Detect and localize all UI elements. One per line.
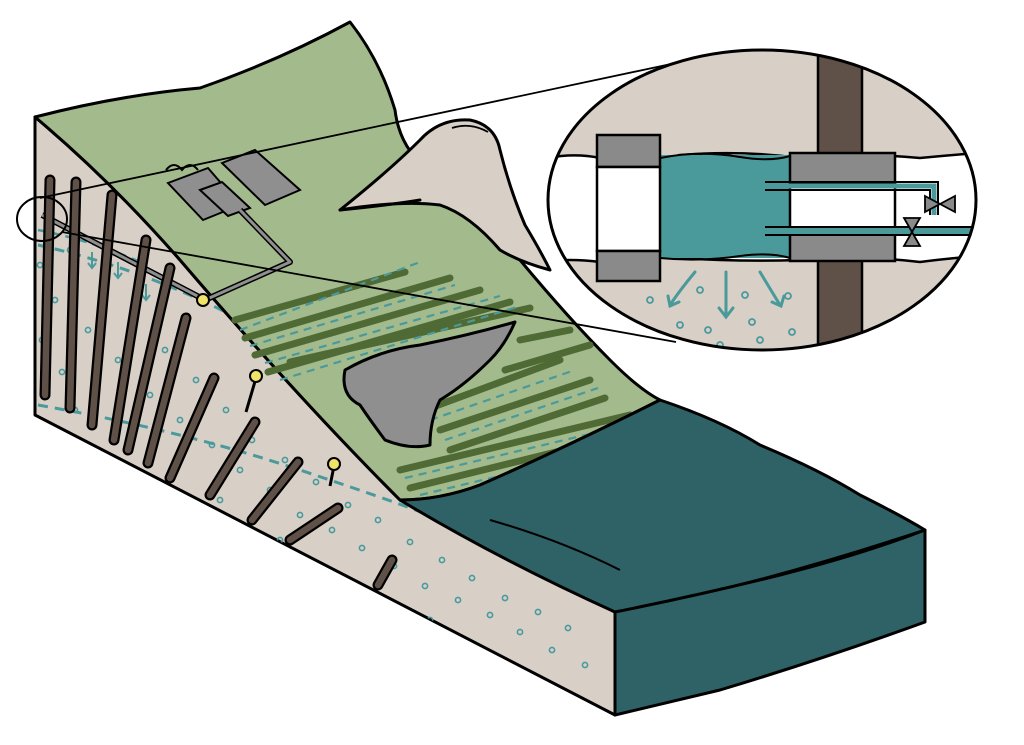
groundwater-dot bbox=[534, 608, 542, 616]
building-left-annex bbox=[198, 180, 252, 218]
inset-valve-lower bbox=[902, 217, 922, 247]
drainage-wells bbox=[39, 174, 398, 591]
groundwater-dot bbox=[374, 516, 382, 524]
inset-pump-right-top bbox=[788, 151, 897, 185]
groundwater-dot bbox=[438, 556, 446, 564]
well bbox=[166, 374, 218, 482]
furrow-row bbox=[286, 304, 534, 366]
drain-line bbox=[429, 368, 576, 422]
callout-line-upper bbox=[39, 59, 691, 199]
well bbox=[66, 178, 80, 412]
outlet-marker-1 bbox=[196, 293, 210, 307]
inset-groundwater-dot bbox=[788, 328, 796, 336]
groundwater-dot bbox=[328, 526, 336, 534]
well bbox=[124, 264, 174, 454]
groundwater-dot bbox=[344, 501, 352, 509]
inset-groundwater-dot bbox=[784, 292, 792, 300]
mountain-peak bbox=[338, 118, 552, 272]
inset-groundwater-dot bbox=[756, 336, 764, 344]
groundwater-dot bbox=[161, 346, 169, 354]
sea-wave-line bbox=[489, 519, 621, 571]
furrow-row bbox=[396, 411, 634, 474]
drain-line bbox=[249, 283, 456, 348]
furrow-row bbox=[446, 394, 609, 454]
inset-groundwater-dot bbox=[676, 321, 684, 329]
groundwater-dot bbox=[146, 391, 154, 399]
groundwater-dot bbox=[486, 611, 494, 619]
outlet-marker-3 bbox=[327, 457, 341, 471]
groundwater-dot bbox=[516, 628, 524, 636]
groundwater-dot bbox=[564, 624, 572, 632]
sea-front-face bbox=[613, 528, 927, 717]
groundwater-dot bbox=[312, 478, 320, 486]
groundwater-dot bbox=[216, 496, 224, 504]
inset-groundwater-dot bbox=[646, 296, 654, 304]
groundwater-dot bbox=[58, 368, 66, 376]
groundwater-dot bbox=[114, 356, 122, 364]
inset-groundwater-dot bbox=[696, 286, 704, 294]
groundwater-dot bbox=[468, 574, 476, 582]
well bbox=[248, 458, 302, 524]
inset-border bbox=[546, 48, 978, 352]
furrow-row bbox=[421, 356, 564, 414]
groundwater-dot bbox=[358, 544, 366, 552]
furrow-row bbox=[516, 326, 574, 344]
groundwater-dot bbox=[548, 646, 556, 654]
inset-groundwater-dot bbox=[741, 291, 749, 299]
groundwater-dot bbox=[346, 586, 354, 594]
groundwater-dot bbox=[296, 511, 304, 519]
furrow-row bbox=[231, 268, 409, 324]
well bbox=[374, 556, 396, 589]
groundwater-dot bbox=[281, 456, 289, 464]
groundwater-dot bbox=[406, 538, 414, 546]
inset-pump-left-body bbox=[595, 165, 662, 253]
groundwater-dot bbox=[84, 326, 92, 334]
inset-infiltration-arrows bbox=[666, 270, 786, 320]
drain-pipe bbox=[41, 208, 292, 302]
drain-line bbox=[264, 294, 501, 365]
groundwater-dot bbox=[454, 596, 462, 604]
well bbox=[286, 504, 342, 544]
gray-pond bbox=[342, 320, 517, 449]
farm-buildings bbox=[165, 148, 302, 222]
inset-valve-upper bbox=[924, 194, 956, 214]
seepage-arrows bbox=[87, 252, 151, 302]
groundwater-dot bbox=[581, 661, 589, 669]
mountain-ridge-line bbox=[338, 198, 422, 212]
outlet-pipe-2 bbox=[244, 377, 258, 413]
inset-pump-left-top bbox=[595, 133, 662, 169]
outlet-marker-2 bbox=[249, 369, 263, 383]
inset-groundwater-dot bbox=[748, 318, 756, 326]
inset-groundwater-dot bbox=[704, 326, 712, 334]
inset-pipe-lower bbox=[765, 226, 976, 236]
furrow-row bbox=[436, 376, 594, 434]
drain-outlets bbox=[196, 293, 341, 487]
inset-pump-left-bottom bbox=[595, 249, 662, 283]
groundwater-dot bbox=[236, 466, 244, 474]
groundwater-dot bbox=[192, 376, 200, 384]
well bbox=[88, 191, 116, 429]
magnified-inset bbox=[546, 48, 978, 352]
inset-water-column bbox=[660, 155, 790, 258]
groundwater-dot bbox=[222, 406, 230, 414]
inset-groundwater-dots bbox=[646, 286, 796, 349]
well bbox=[206, 418, 259, 499]
well bbox=[110, 236, 150, 444]
inset-water-bottom bbox=[659, 253, 791, 261]
groundwater-dot bbox=[501, 594, 509, 602]
callout-line-lower bbox=[61, 231, 677, 343]
groundwater-dot bbox=[421, 582, 429, 590]
furrow-row bbox=[501, 341, 594, 374]
furrow-row bbox=[241, 274, 454, 342]
drain-line bbox=[239, 260, 421, 332]
inset-water-top bbox=[659, 152, 791, 161]
groundwater-dot bbox=[176, 416, 184, 424]
well bbox=[144, 314, 190, 467]
well bbox=[41, 176, 54, 399]
mountain-crest bbox=[451, 124, 489, 133]
groundwater-dot bbox=[496, 656, 504, 664]
